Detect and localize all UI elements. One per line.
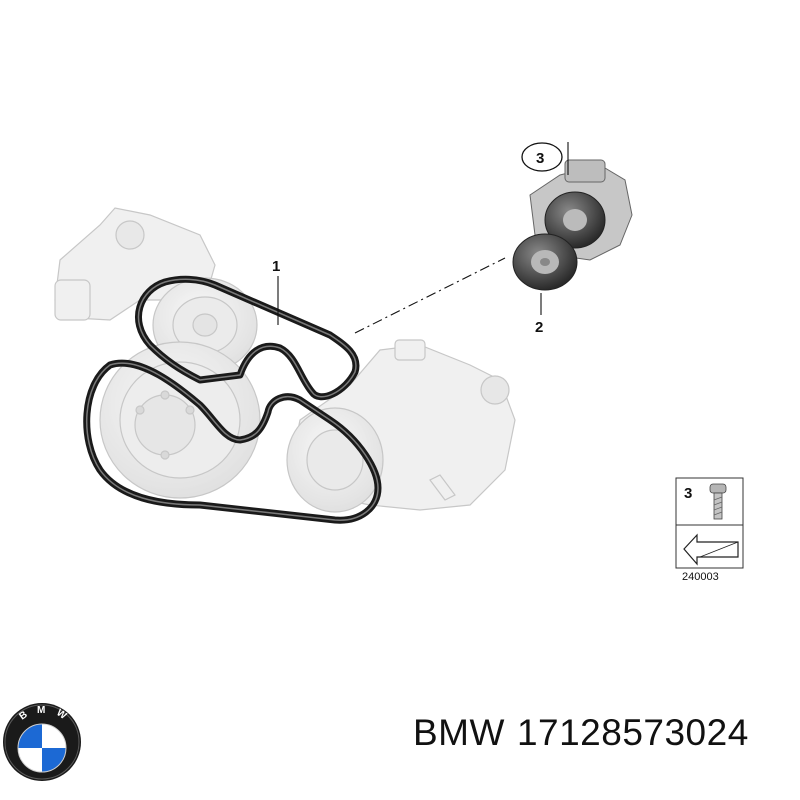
callout-1: 1 <box>272 258 280 275</box>
bmw-logo: B M W <box>3 703 81 781</box>
callout-3-marker: 3 <box>521 142 563 172</box>
poly-v-belt[interactable] <box>83 275 382 524</box>
part-number: 17128573024 <box>516 712 749 753</box>
tightening-arrow-icon <box>683 533 739 566</box>
deflection-pulley[interactable] <box>512 233 578 291</box>
screw-icon <box>709 483 727 520</box>
dash-dot-axis <box>354 257 506 334</box>
engine-components <box>54 207 516 513</box>
brand-name: BMW <box>413 712 505 753</box>
leader-lines <box>277 142 569 334</box>
logo-letter-m: M <box>37 705 45 716</box>
callout-2: 2 <box>535 319 543 336</box>
ac-compressor <box>286 339 516 513</box>
reference-code: 240003 <box>682 571 719 583</box>
crankshaft-pulley <box>99 341 261 499</box>
fastener-legend: 3 240003 <box>675 477 744 583</box>
callout-3: 3 <box>536 150 544 167</box>
legend-item-number: 3 <box>684 485 692 502</box>
part-number-caption: BMW 17128573024 <box>413 712 793 762</box>
